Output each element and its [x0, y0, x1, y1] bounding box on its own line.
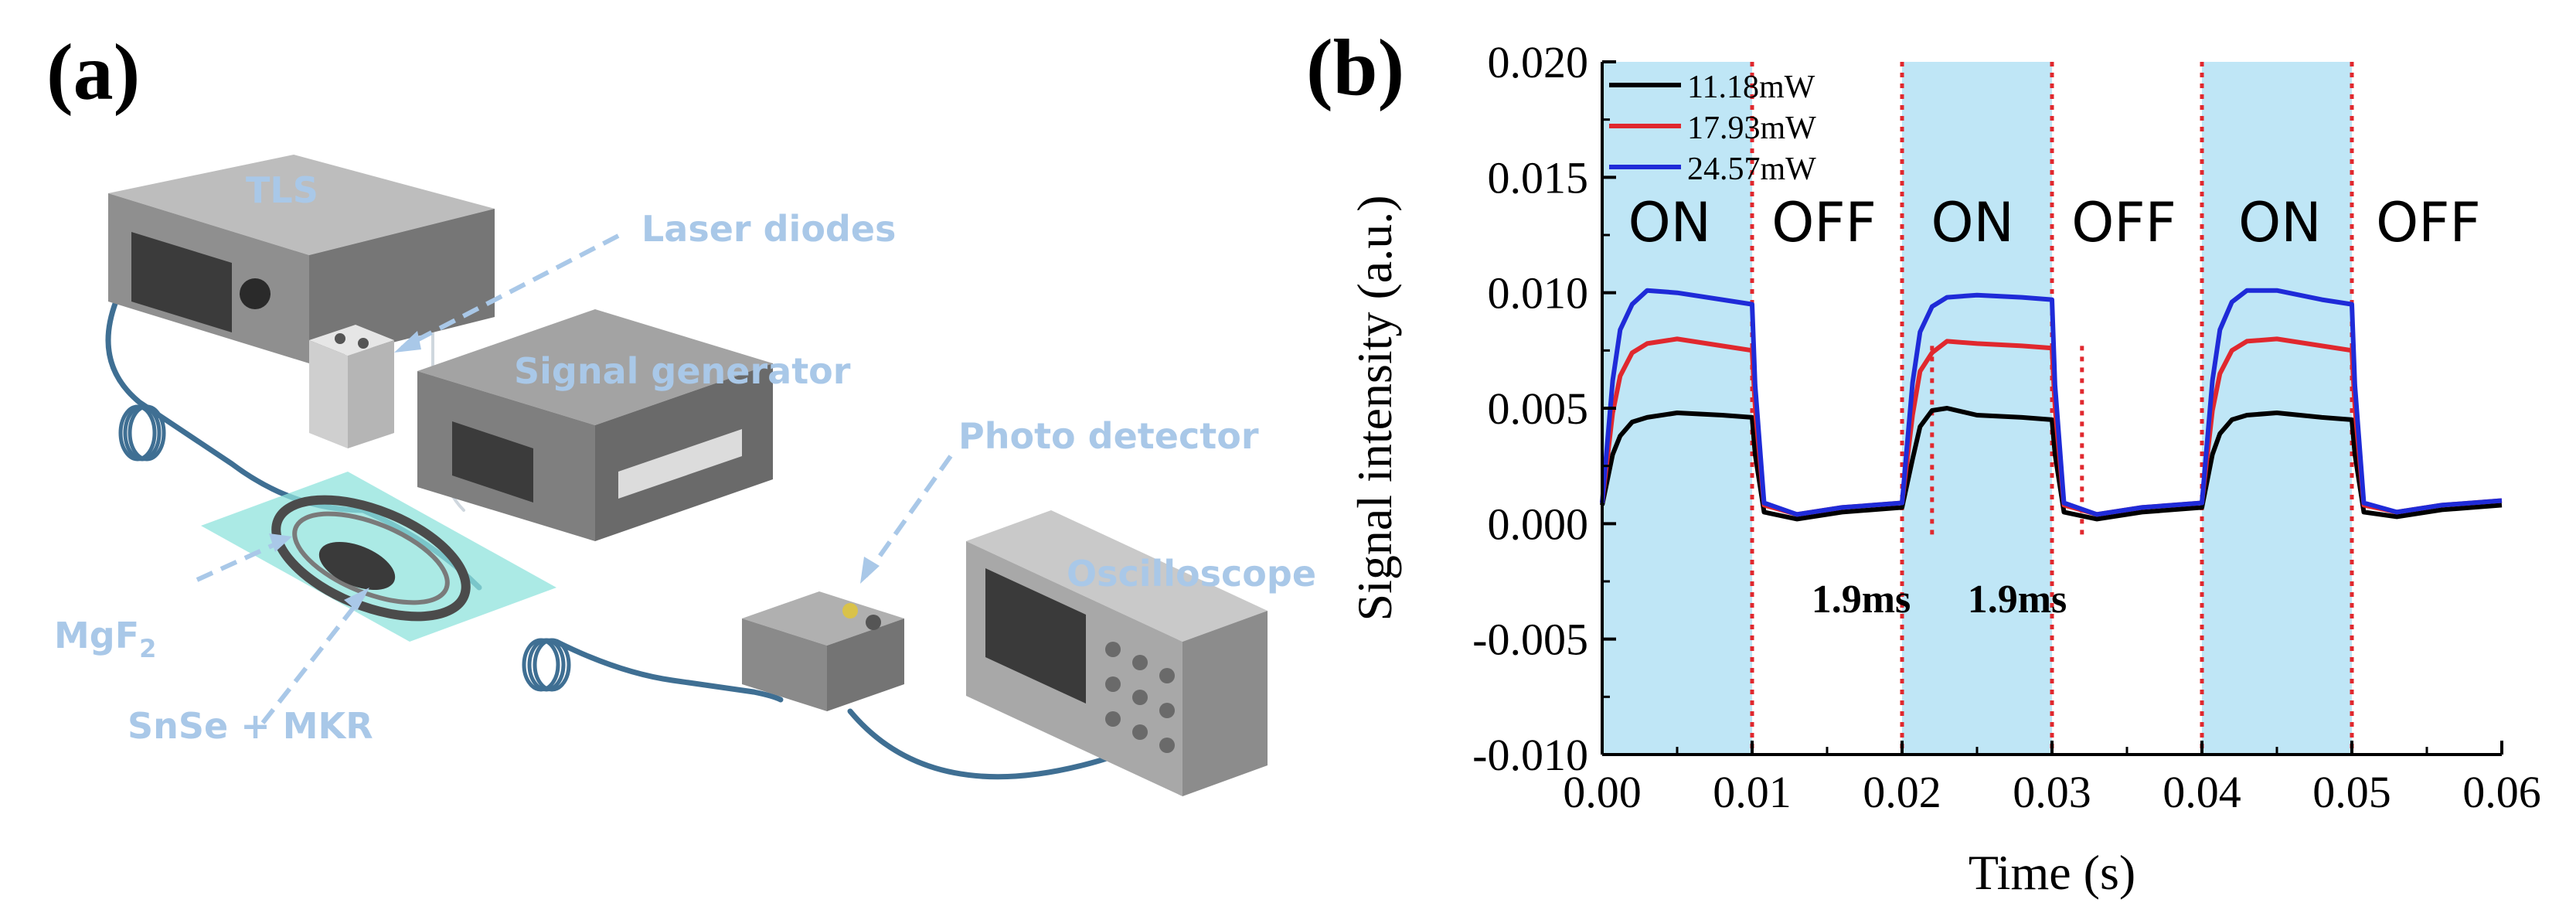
- panel-b-label: (b): [1306, 23, 1404, 112]
- fiber-coil-2: [522, 638, 571, 692]
- callout-signal-generator: Signal generator: [514, 350, 851, 392]
- photo-detector-device: [742, 591, 904, 711]
- callout-snse-mkr: SnSe + MKR: [128, 705, 373, 747]
- y-tick-label-2: -0.005: [1472, 615, 1588, 665]
- state-label-off-6: OFF: [2376, 191, 2481, 254]
- y-tick-label-6: 0.015: [1488, 152, 1589, 203]
- on-shading-layer: [1602, 62, 2352, 755]
- state-label-off-4: OFF: [2071, 191, 2176, 254]
- x-tick-label-7: 0.06: [2462, 767, 2541, 817]
- state-label-on-1: ON: [1628, 191, 1711, 254]
- series-line-1: [1600, 406, 2503, 522]
- x-tick-label-4: 0.03: [2013, 767, 2091, 817]
- oscilloscope-device: [966, 510, 1268, 796]
- callout-oscilloscope: Oscilloscope: [1067, 553, 1316, 595]
- x-tick-label-1: 0.00: [1563, 767, 1642, 817]
- state-label-on-5: ON: [2238, 191, 2321, 254]
- series-line-3: [1600, 288, 2503, 517]
- series-layer: [1600, 288, 2503, 522]
- x-tick-label-6: 0.05: [2312, 767, 2391, 817]
- state-label-layer: ON OFF ON OFF ON OFF: [1628, 191, 2481, 254]
- x-tick-label-5: 0.04: [2163, 767, 2241, 817]
- x-tick-label-3: 0.02: [1863, 767, 1941, 817]
- panel-a-label: (a): [46, 28, 140, 117]
- y-tick-layer: -0.010 -0.005 0.000 0.005 0.010 0.015 0.020: [1472, 37, 1616, 780]
- annotation-rise-time: 1.9ms: [1812, 578, 1911, 622]
- on-interval-2: [1902, 62, 2052, 755]
- annotation-fall-time: 1.9ms: [1968, 578, 2067, 622]
- on-interval-1: [1602, 62, 1752, 755]
- y-tick-label-4: 0.005: [1488, 383, 1589, 434]
- on-interval-3: [2202, 62, 2352, 755]
- y-tick-label-1: -0.010: [1472, 730, 1588, 780]
- tls-label: TLS: [246, 169, 318, 211]
- legend-label-3: 24.57mW: [1687, 152, 1816, 187]
- callout-photo-detector: Photo detector: [958, 415, 1259, 457]
- fiber-coil: [118, 404, 166, 462]
- legend-label-1: 11.18mW: [1687, 70, 1815, 105]
- panel-b: (b) -0.010 -0.005 0.000 0.005 0.010 0.015 0.02…: [1306, 23, 2541, 900]
- y-tick-label-5: 0.010: [1488, 268, 1589, 319]
- y-tick-label-3: 0.000: [1488, 499, 1589, 549]
- panel-a: (a) TLS: [46, 28, 1316, 796]
- legend-label-2: 17.93mW: [1687, 111, 1816, 146]
- callout-laser-diodes: Laser diodes: [641, 208, 896, 250]
- arrow-heads: [269, 331, 880, 611]
- state-label-off-2: OFF: [1771, 191, 1877, 254]
- legend: 11.18mW 17.93mW 24.57mW: [1609, 70, 1816, 187]
- callout-mgf2: MgF2: [54, 615, 156, 663]
- tls-device: TLS: [108, 155, 495, 363]
- laser-diode-device: [309, 325, 394, 448]
- signal-generator-device: [417, 309, 773, 541]
- divider-layer: [1750, 62, 2354, 755]
- callout-arrows: [196, 233, 953, 724]
- state-label-on-3: ON: [1931, 191, 2013, 254]
- mgf2-base: MgF: [54, 615, 139, 656]
- y-tick-label-7: 0.020: [1488, 37, 1589, 87]
- x-axis-title: Time (s): [1969, 845, 2135, 900]
- y-axis-title: Signal intensity (a.u.): [1347, 195, 1402, 621]
- x-tick-layer: 0.00 0.01 0.02 0.03 0.04 0.05 0.06: [1563, 741, 2541, 817]
- mgf2-subscript: 2: [139, 634, 156, 663]
- series-line-2: [1600, 336, 2503, 517]
- x-tick-label-2: 0.01: [1713, 767, 1792, 817]
